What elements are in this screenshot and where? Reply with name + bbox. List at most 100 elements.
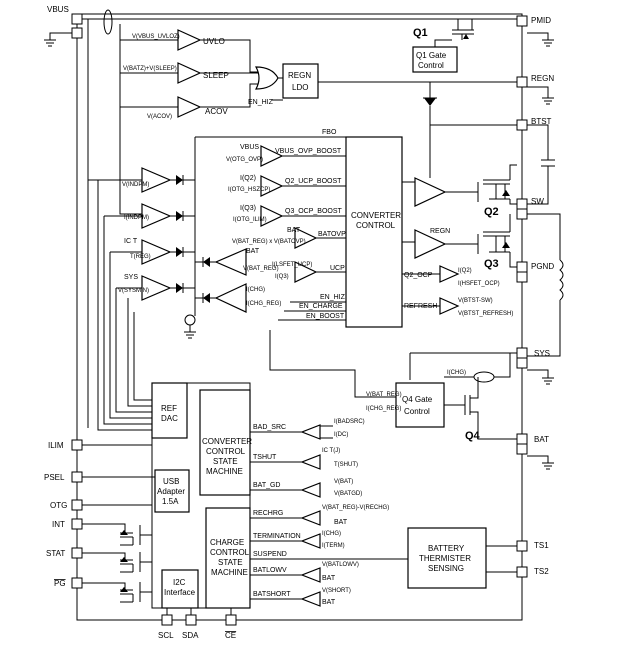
pin-bat[interactable] bbox=[516, 433, 528, 445]
pin-regn[interactable] bbox=[516, 76, 528, 88]
pin-pgnd-2[interactable] bbox=[516, 271, 528, 283]
vbat-reg-rechg-label: V(BAT_REG)-V(RECHG) bbox=[322, 505, 389, 511]
pin-vbus-2[interactable] bbox=[71, 27, 83, 39]
pin-sys-label: SYS bbox=[534, 349, 550, 358]
pin-pg[interactable] bbox=[71, 577, 83, 589]
converter-sm-line2: CONTROL bbox=[206, 447, 246, 456]
pin-ts2[interactable] bbox=[516, 566, 528, 578]
pin-psel[interactable] bbox=[71, 471, 83, 483]
vbat-reg-amp-label: V(BAT_REG) bbox=[243, 266, 279, 272]
q4-ichg: I(CHG) bbox=[447, 370, 466, 376]
acov-label: ACOV bbox=[205, 107, 228, 116]
en-hiz-label: EN_HIZ bbox=[320, 294, 346, 301]
thermistor-line1: BATTERY bbox=[428, 544, 465, 553]
vbatz-sleep-label: V(BATZ)+V(SLEEP) bbox=[123, 66, 177, 72]
pin-ce[interactable] bbox=[225, 614, 237, 626]
pin-btst[interactable] bbox=[516, 119, 528, 131]
fbo-label: FBO bbox=[322, 129, 337, 136]
usb-adapter-line2: Adapter bbox=[157, 487, 185, 496]
ref-dac-line2: DAC bbox=[161, 414, 178, 423]
pin-bat-2[interactable] bbox=[516, 443, 528, 455]
idc-label: I(DC) bbox=[334, 432, 348, 438]
q1-section: Q1 Gate Control Q1 bbox=[82, 9, 517, 73]
pin-pgnd-label: PGND bbox=[531, 262, 554, 271]
pin-sw-2[interactable] bbox=[516, 208, 528, 220]
boost-vbus: VBUS bbox=[240, 144, 259, 151]
q4-gate-line1: Q4 Gate bbox=[402, 395, 433, 404]
pin-pmid-label: PMID bbox=[531, 16, 551, 25]
usb-adapter bbox=[154, 469, 190, 513]
bat-gd-label: BAT_GD bbox=[253, 482, 281, 489]
ic-boundary bbox=[76, 13, 523, 621]
q1-gate-line2: Control bbox=[418, 61, 444, 70]
pin-vbus[interactable] bbox=[71, 13, 83, 25]
q2-ocp-label: Q2_OCP bbox=[404, 272, 433, 279]
en-charge-label: EN_CHARGE bbox=[299, 303, 343, 310]
ibadsrc-label: I(BADSRC) bbox=[334, 419, 365, 425]
vbatgd-label: V(BATGD) bbox=[334, 491, 362, 497]
pin-ts2-label: TS2 bbox=[534, 567, 549, 576]
i2c-line2: Interface bbox=[164, 588, 196, 597]
pin-pgnd[interactable] bbox=[516, 261, 528, 273]
batlowv-ref-label: V(BATLOWV) bbox=[322, 562, 359, 568]
pin-ilim[interactable] bbox=[71, 439, 83, 451]
pin-ts1[interactable] bbox=[516, 540, 528, 552]
ref-dac bbox=[151, 382, 188, 439]
converter-control bbox=[345, 136, 403, 328]
ichg-reg-q4: I(CHG_REG) bbox=[366, 406, 401, 412]
usb-adapter-line3: 1.5A bbox=[162, 497, 179, 506]
right-pins: PMID REGN BTST SW PGND SYS BAT TS1 TS2 bbox=[516, 15, 554, 578]
regn-driver-label: REGN bbox=[430, 228, 450, 235]
thermistor-section: BATTERY THERMISTER SENSING bbox=[407, 527, 517, 589]
vbat-label: V(BAT) bbox=[334, 479, 353, 485]
ictj-sm-label: IC T(J) bbox=[322, 448, 340, 454]
pin-otg[interactable] bbox=[71, 499, 83, 511]
converter-control-line2: CONTROL bbox=[356, 221, 396, 230]
batshort-label: BATSHORT bbox=[253, 591, 291, 598]
left-pins: VBUS ILIM PSEL OTG INT STAT PG bbox=[44, 5, 83, 589]
thermistor-line3: SENSING bbox=[428, 564, 464, 573]
pin-sys-2[interactable] bbox=[516, 357, 528, 369]
q3-label: Q3 bbox=[484, 258, 499, 270]
iindpm-label: I(INDPM) bbox=[124, 215, 149, 221]
ihsfet-ocp: I(HSFET_OCP) bbox=[458, 281, 500, 287]
pin-scl-label: SCL bbox=[158, 631, 174, 640]
en-boost-label: EN_BOOST bbox=[306, 313, 345, 320]
vbtst-refresh: V(BTST_REFRESH) bbox=[458, 311, 513, 317]
i2c-interface bbox=[161, 569, 199, 609]
pin-pmid[interactable] bbox=[516, 15, 528, 27]
vbus-ovp-boost: VBUS_OVP_BOOST bbox=[275, 148, 342, 155]
pin-bat-label: BAT bbox=[534, 435, 549, 444]
charge-sm-line2: CONTROL bbox=[210, 548, 250, 557]
treg-label: T(REG) bbox=[130, 254, 151, 260]
q1-gate-line1: Q1 Gate bbox=[416, 51, 447, 60]
pin-int[interactable] bbox=[71, 518, 83, 530]
bad-src-label: BAD_SRC bbox=[253, 424, 286, 431]
pin-stat[interactable] bbox=[71, 547, 83, 559]
pin-scl[interactable] bbox=[161, 614, 173, 626]
bat2-label: BAT bbox=[322, 575, 336, 582]
regn-ldo-line2: LDO bbox=[292, 83, 308, 92]
pin-sda[interactable] bbox=[185, 614, 197, 626]
tshut-label: TSHUT bbox=[253, 454, 277, 461]
rechrg-label: RECHRG bbox=[253, 510, 283, 517]
iotg-ilim: I(OTG_ILIM) bbox=[233, 217, 267, 223]
q4-gate-line2: Control bbox=[404, 407, 430, 416]
i2c-line1: I2C bbox=[173, 578, 186, 587]
pin-ce-label: CE bbox=[225, 631, 236, 640]
vsysmin-label: V(SYSMIN) bbox=[118, 288, 149, 294]
thermistor-line2: THERMISTER bbox=[419, 554, 471, 563]
vbat-reg-q4: V(BAT_REG) bbox=[366, 392, 402, 398]
pin-sw[interactable] bbox=[516, 198, 528, 210]
vbus-uvloz-label: V(VBUS_UVLOZ) bbox=[132, 34, 180, 40]
q1-label: Q1 bbox=[413, 27, 428, 39]
pin-int-label: INT bbox=[52, 520, 65, 529]
bat1-label: BAT bbox=[334, 519, 348, 526]
bottom-pins: SCL SDA CE bbox=[158, 614, 237, 640]
en-hiz-top-label: EN_HIZ bbox=[248, 99, 274, 106]
ictj-label: IC T bbox=[124, 238, 138, 245]
pin-sw-label: SW bbox=[531, 197, 544, 206]
charge-sm-line1: CHARGE bbox=[210, 538, 244, 547]
status-fets bbox=[82, 523, 152, 603]
pin-sys[interactable] bbox=[516, 347, 528, 359]
